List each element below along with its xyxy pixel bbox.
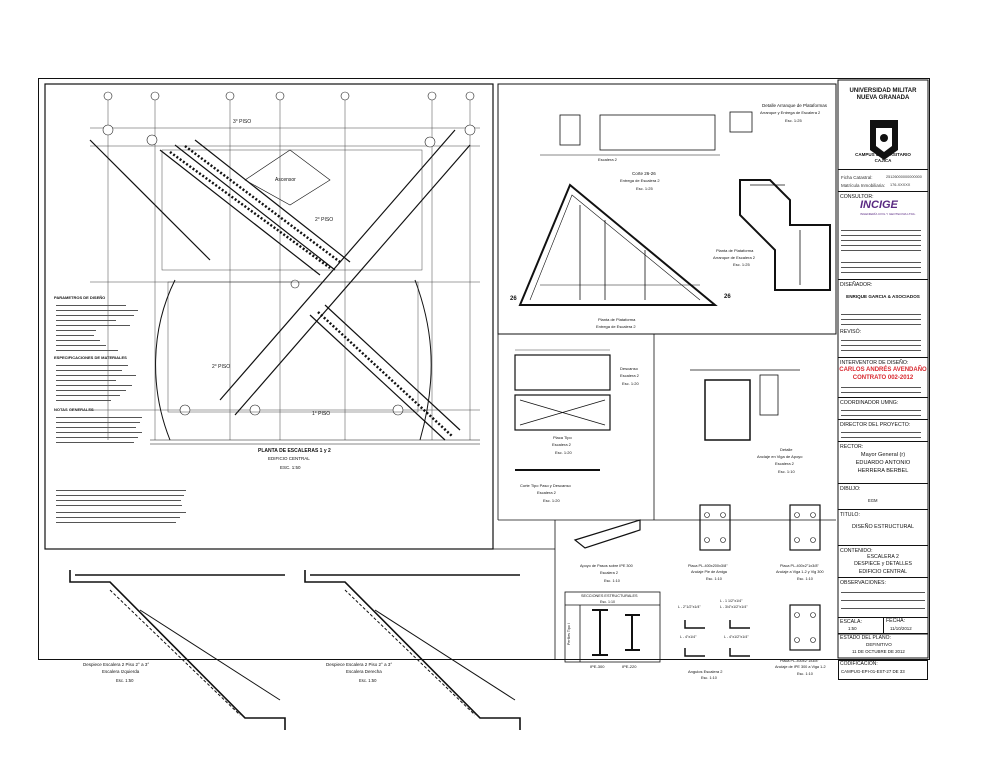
tb-codificacion <box>838 660 928 680</box>
university-crest <box>870 120 898 160</box>
placa1-scale: Esc. 1:10 <box>706 577 722 581</box>
secciones-scale: Esc. 1:10 <box>600 600 615 604</box>
corte-tipo: Corte Tipo Paso y Descanso <box>520 483 571 488</box>
despiece2-sub: Escalera Derecha <box>346 669 382 674</box>
placa1-title: Placa PL-400x200x3/8" <box>688 564 728 568</box>
label-3piso: 3° PISO <box>233 119 252 125</box>
placa1-sub: Anclaje Pie de Amiga <box>691 570 727 574</box>
plan-title: PLANTA DE ESCALERAS 1 y 2 <box>258 448 331 454</box>
tb-disenador: DISEÑADOR: ENRIQUE GARCIA & ASOCIADOS RE… <box>838 280 928 358</box>
angulo-d: L - 4"x1/2"x1/4" <box>724 635 749 639</box>
despiece1-sub: Escalera Izquierda <box>102 669 140 674</box>
tb-consultor: CONSULTOR: INCIGE INGENIERÍA CIVIL Y GEO… <box>838 192 928 280</box>
label-2piso-b: 2° PISO <box>212 364 231 370</box>
viga-title: Detalle <box>780 447 793 452</box>
descanso-sub: Escalera 2 <box>620 373 639 378</box>
plan-subtitle: EDIFICIO CENTRAL <box>268 456 310 461</box>
placa3-scale: Esc. 1:10 <box>797 672 813 676</box>
planta-plat2-sub: Arranque de Escalera 2 <box>713 255 756 260</box>
tb-ficha: Ficha Catastral: 25126000000000000 Matrí… <box>838 170 928 192</box>
ipe300-label: IPE-300 <box>590 664 605 669</box>
apoyo-scale: Esc. 1:10 <box>604 579 620 583</box>
corte-tipo-scale: Esc. 1:20 <box>543 498 560 503</box>
notes-title-2: ESPECIFICACIONES DE MATERIALES <box>54 355 127 360</box>
placa2-scale: Esc. 1:10 <box>797 577 813 581</box>
detalle-title: Detalle Arranque de Plataformas <box>762 103 828 108</box>
label-2piso: 2° PISO <box>315 217 334 223</box>
angulo-a: L - 2"1/2"x1/4" <box>678 605 701 609</box>
tb-dibujo: DIBUJO: EGM <box>838 484 928 510</box>
apoyo-title: Apoyo de Pasos sobre IPE 300 <box>580 564 633 568</box>
notes-title-1: PARAMETROS DE DISEÑO <box>54 295 106 300</box>
plan-scale: ESC. 1:50 <box>280 465 301 470</box>
estado-label: ESTADO DEL PLANO: <box>840 635 891 641</box>
details-frame-top <box>497 83 837 335</box>
viga-scale: Esc. 1:10 <box>778 469 795 474</box>
placa3-sub: Anclaje de IPE 300 a Viga 1-2 <box>775 665 826 669</box>
drawing-sheet-border <box>38 78 930 660</box>
corte-tipo-sub: Escalera 2 <box>537 490 556 495</box>
placa-tipo-scale: Esc. 1:20 <box>555 450 572 455</box>
escalera-label: Escalera 2 <box>598 157 617 162</box>
codificacion-value: CAMPUG-EPI-01-EST-27 DE 33 <box>841 669 905 674</box>
placa3-title: Placa PL-400x2"1x3/8" <box>780 659 819 663</box>
apoyo-sub: Escalera 2 <box>600 571 618 575</box>
angulos-title: Angulos Escalera 2 <box>688 669 723 674</box>
secciones-title: SECCIONES ESTRUCTURALES <box>581 594 638 598</box>
despiece1-title: Despiece Escalera 2 Piso 2° a 3° <box>83 662 150 667</box>
angulo-c: L - 4"x1/4" <box>680 635 697 639</box>
angulos-scale: Esc. 1:10 <box>701 676 717 680</box>
marker-26b: 26 <box>724 294 731 300</box>
estado-date: 11 DE OCTUBRE DE 2012 <box>852 649 905 654</box>
notes-title-3: NOTAS GENERALES <box>54 407 94 412</box>
tb-contenido: CONTENIDO: ESCALERA 2 DESPIECE y DETALLE… <box>838 546 928 578</box>
label-ascensor: Ascensor <box>275 177 296 183</box>
corte-sub: Entrega de Escalera 2 <box>620 178 660 183</box>
descanso-scale: Esc. 1:20 <box>622 381 639 386</box>
label-1piso: 1° PISO <box>312 411 331 417</box>
placa2-sub: Anclaje a Viga 1-2 y Vig 300 <box>776 570 824 574</box>
descanso-title: Descanso <box>620 366 638 371</box>
placa-tipo-sub: Escalera 2 <box>552 442 571 447</box>
despiece2-scale: Esc. 1:50 <box>359 678 377 683</box>
tb-coordinador: COORDINADOR UMNG: <box>838 398 928 420</box>
viga-sub: Anclaje en Viga de Apoyo <box>757 454 803 459</box>
viga-sub2: Escalera 2 <box>775 461 794 466</box>
placa-tipo: Placa Tipo <box>553 435 572 440</box>
tb-director: DIRECTOR DEL PROYECTO: <box>838 420 928 442</box>
incige-logo: INCIGE <box>860 199 898 211</box>
despiece1-scale: Esc. 1:50 <box>116 678 134 683</box>
planta-plat2: Planta de Plataforma <box>716 248 754 253</box>
despiece2-title: Despiece Escalera 2 Piso 2° a 3° <box>326 662 393 667</box>
corte-scale: Esc. 1:25 <box>636 186 653 191</box>
detalle-scale: Esc. 1:25 <box>785 118 802 123</box>
tb-observaciones: OBSERVACIONES: <box>838 578 928 618</box>
tb-university: UNIVERSIDAD MILITAR NUEVA GRANADA CAMPUS… <box>838 80 928 170</box>
tb-rector: RECTOR: Mayor General (r) EDUARDO ANTONI… <box>838 442 928 484</box>
planta-plat1-sub: Entrega de Escalera 2 <box>596 324 636 329</box>
ipe220-label: IPE-220 <box>622 664 637 669</box>
planta-plat2-scale: Esc. 1:25 <box>733 262 750 267</box>
detalle-sub: Arranque y Entrega de Escalera 2 <box>760 110 821 115</box>
estado-value: DEFINITIVO <box>866 642 892 647</box>
codificacion-label: CODIFICACION: <box>840 661 878 667</box>
planta-plat1: Planta de Plataforma <box>598 317 636 322</box>
corte-title: Corte 26-26 <box>632 171 656 176</box>
tb-interventor: INTERVENTOR DE DISEÑO: CARLOS ANDRÉS AVE… <box>838 358 928 398</box>
tb-titulo: TITULO: DISEÑO ESTRUCTURAL <box>838 510 928 546</box>
angulo-b: L - 1 1/2"x1/4" <box>720 599 743 603</box>
placa2-title: Placa PL-400x2"1x3/8" <box>780 564 819 568</box>
marker-26a: 26 <box>510 296 517 302</box>
angulo-e: L - 3/4"x1/2"x1/4" <box>720 605 748 609</box>
